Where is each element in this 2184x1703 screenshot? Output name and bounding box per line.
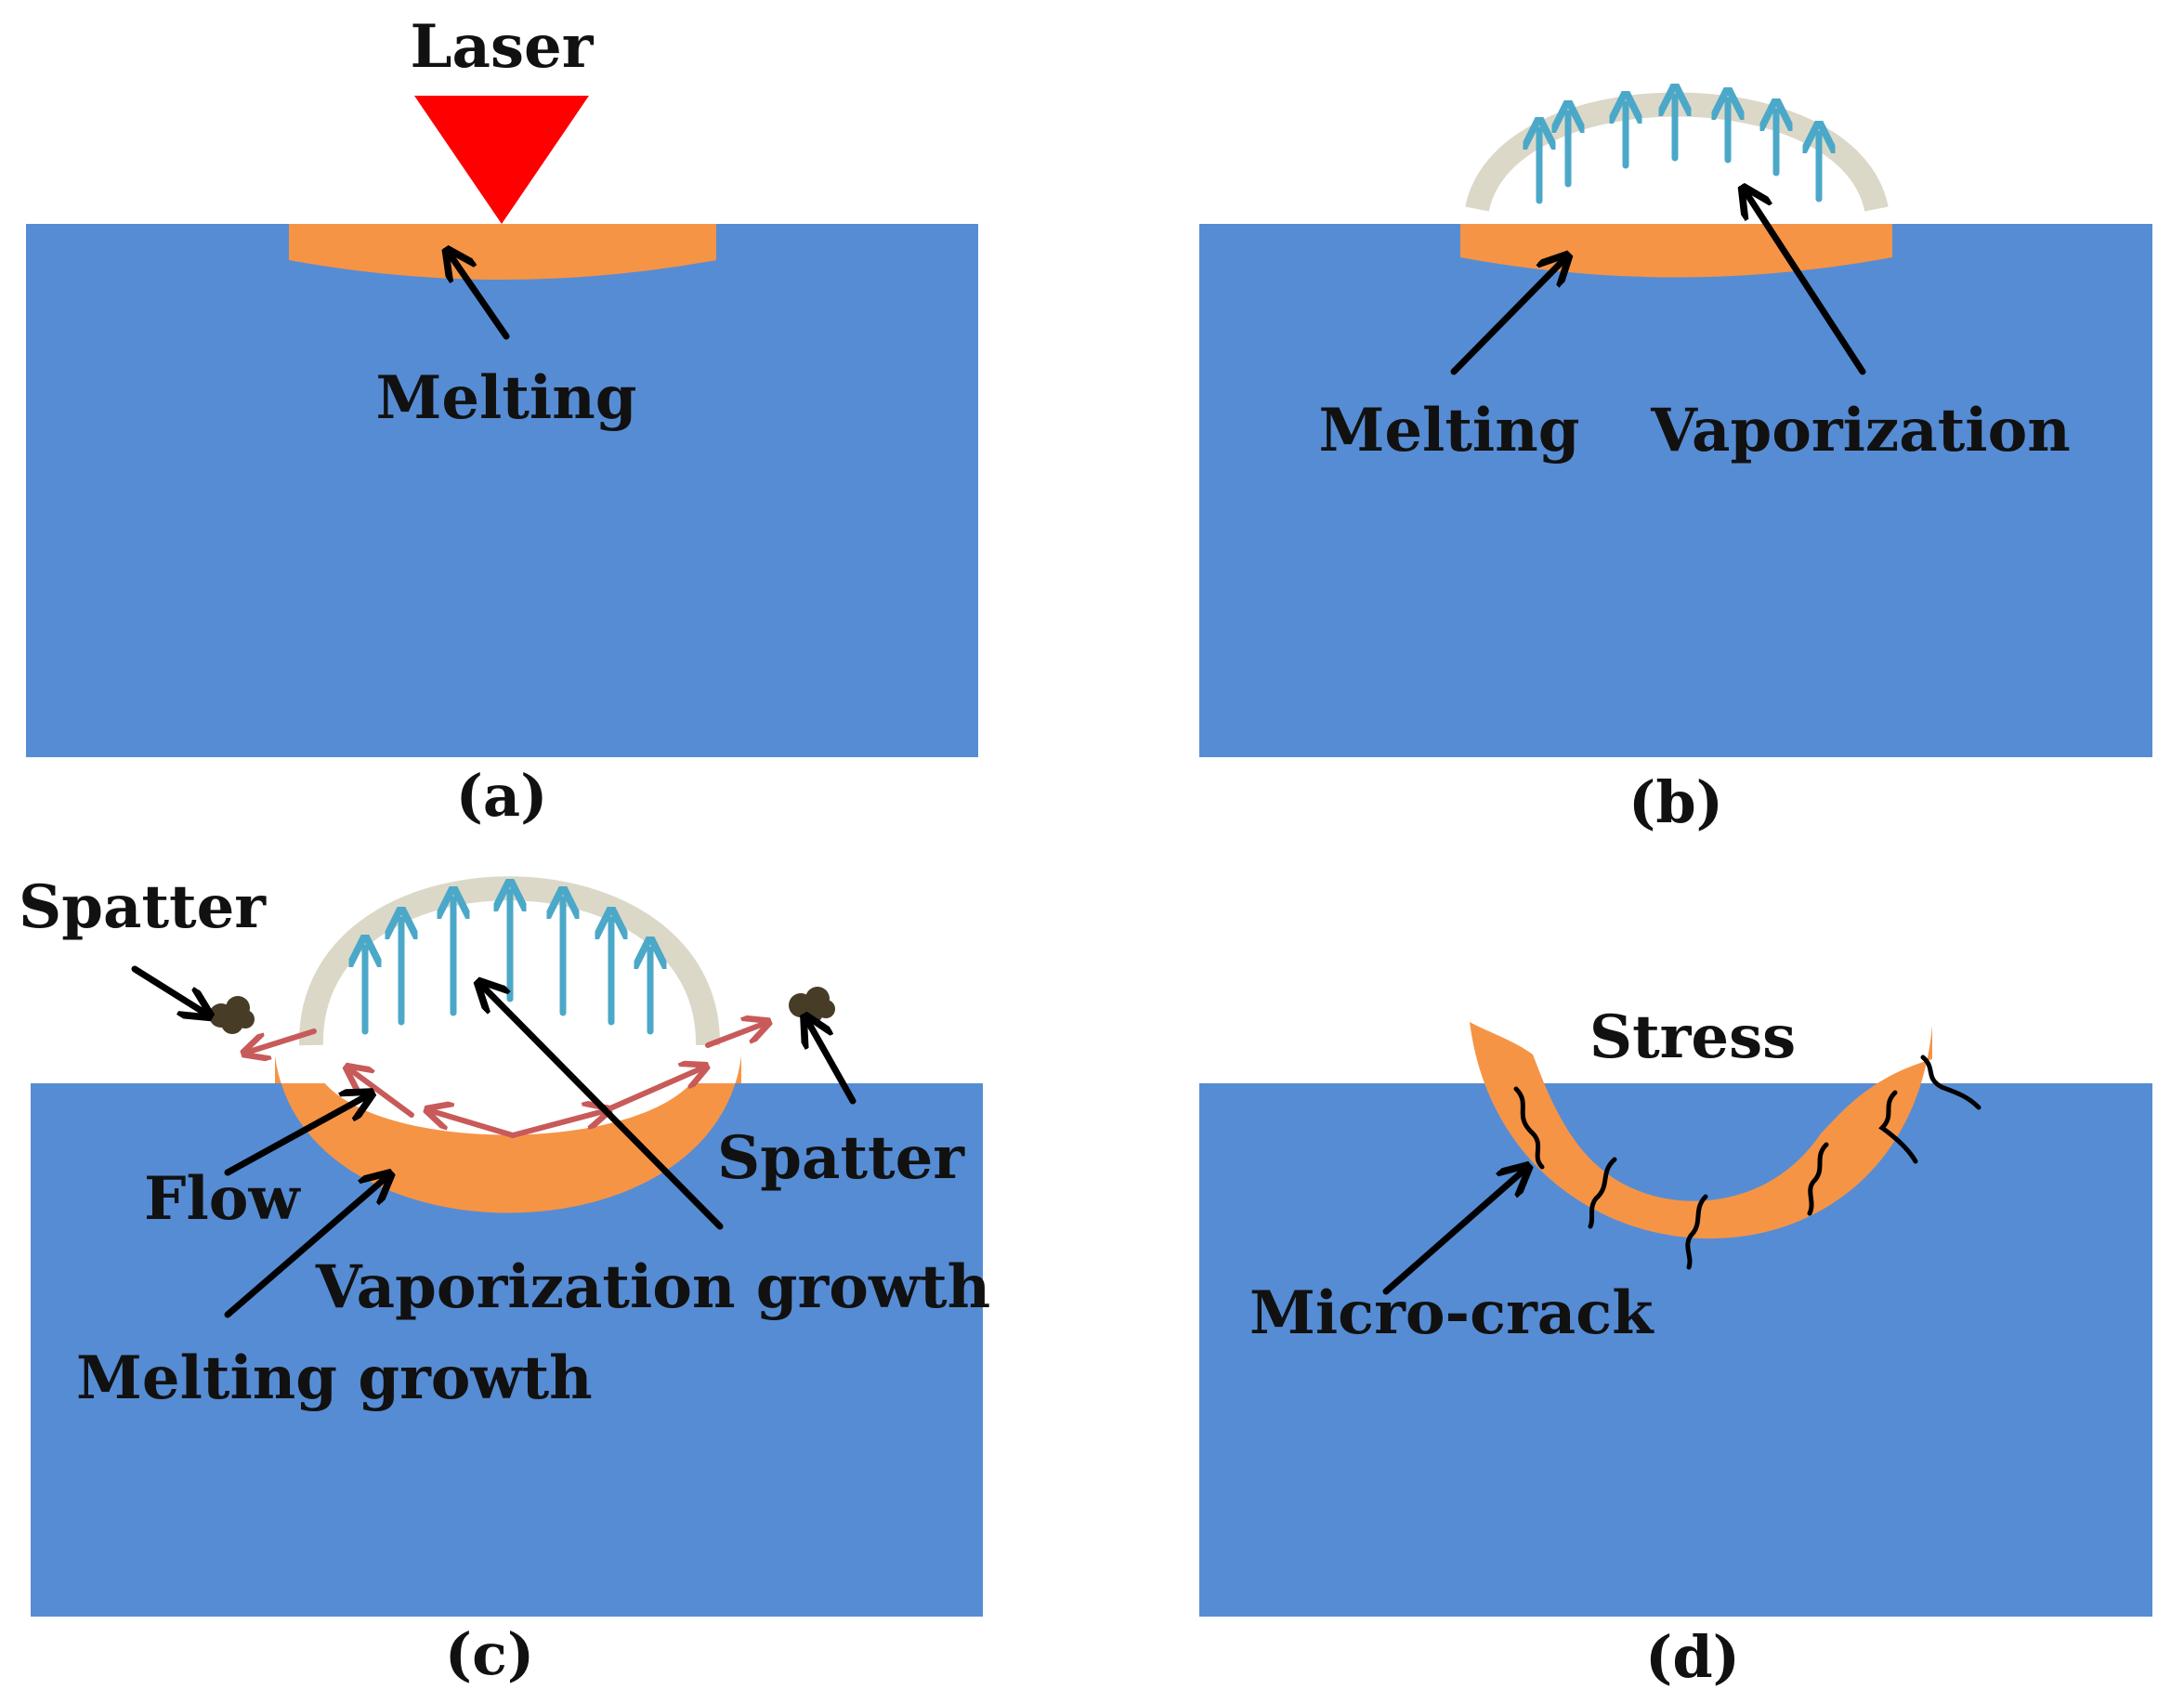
melt-pool [289,224,716,280]
micro-cracks [1513,1055,1981,1270]
crack-line-icon [1807,1142,1829,1216]
spatter-pointer-arrow [131,965,204,1013]
melting-pointer-arrow [451,255,510,340]
crack-line-icon [1685,1194,1708,1270]
flow-pointer-arrow [224,1096,366,1176]
substrate-block [1199,1083,2152,1617]
vaporization-label: Vaporization [1650,396,2071,465]
spatter-pointer-arrow [808,1022,857,1105]
red-arrow-icon [432,1111,516,1138]
crack-line-icon [1920,1055,1981,1110]
red-arrow-icon [249,1028,317,1052]
melting-label: Melting [375,363,636,433]
crater-wall [1470,1022,1932,1239]
laser-triangle-icon [414,96,589,224]
laser-label: Laser [411,12,595,82]
spatter-particle-icon [209,996,255,1034]
vapor-arrows [1539,97,1819,204]
vaporization-pointer-arrow [1746,193,1866,375]
panel-d: Stress Micro-crack (d) [1199,1002,2152,1691]
spatter-label: Spatter [717,1123,965,1193]
red-arrow-icon [510,1111,604,1138]
micro-crack-label: Micro-crack [1249,1278,1654,1348]
substrate-block [1199,224,2152,757]
panel-caption: (d) [1645,1623,1740,1691]
melting-growth-pointer-arrow [224,1178,386,1318]
crack-line-icon [1513,1086,1545,1170]
panel-caption: (c) [445,1620,534,1688]
panel-a: Laser Melting (a) [26,12,978,830]
red-arrow-icon [601,1068,701,1114]
micro-crack-pointer-arrow [1382,1171,1524,1295]
spatter-particle-icon [789,987,835,1024]
substrate-block [26,224,978,757]
spatter-label: Spatter [19,872,267,942]
panel-caption: (b) [1628,768,1723,836]
melting-label: Melting [1318,396,1579,465]
flow-label: Flow [144,1164,301,1234]
vaporization-growth-label: Vaporization growth [315,1252,990,1322]
panel-b: Melting Vaporization (b) [1199,97,2152,836]
crack-line-icon [1588,1157,1617,1229]
vaporization-growth-pointer-arrow [483,987,724,1230]
stress-label: Stress [1589,1002,1796,1072]
panel-caption: (a) [456,762,548,830]
panel-c: Spatter Spatter Flow Vaporization growth… [19,872,990,1688]
melting-growth-label: Melting growth [76,1343,593,1413]
red-arrow-icon [705,1024,764,1048]
melting-pointer-arrow [1450,260,1563,375]
crack-line-icon [1878,1090,1918,1164]
